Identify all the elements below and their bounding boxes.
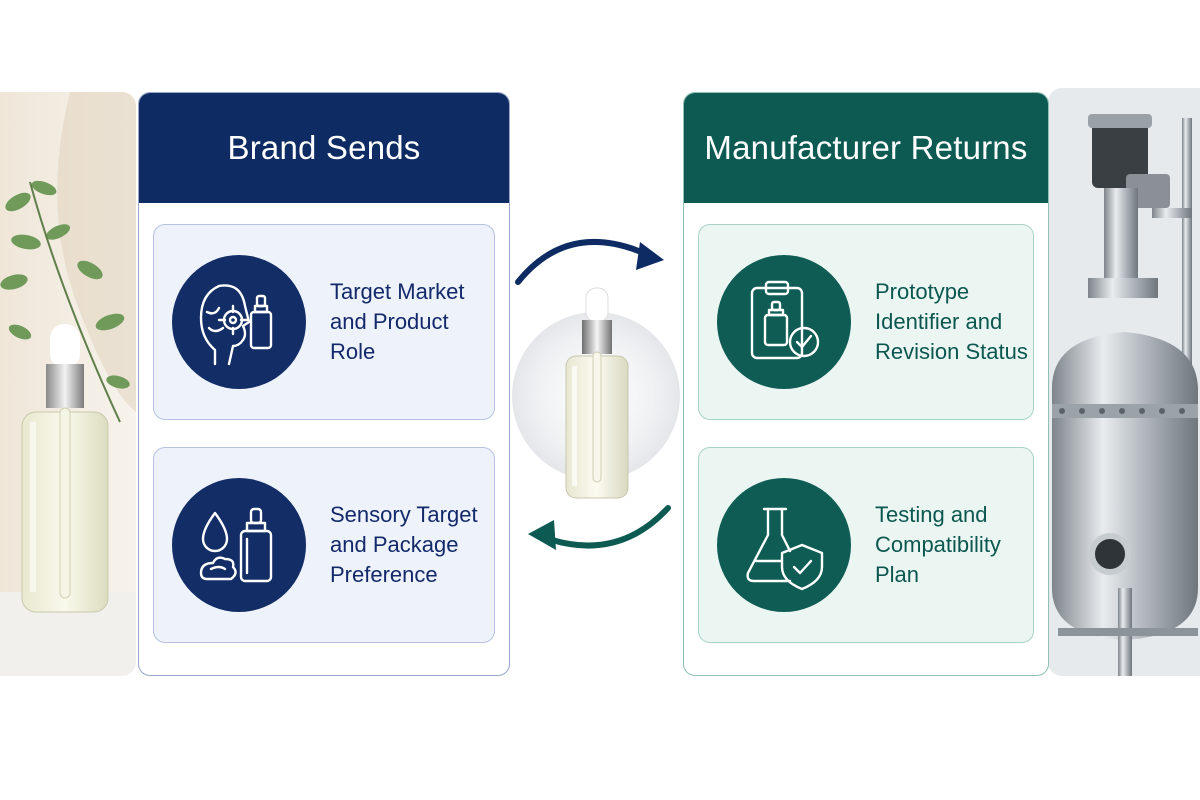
brand-sends-title: Brand Sends xyxy=(139,93,509,203)
send-arrow xyxy=(515,239,664,285)
brand-item-target-market: Target Market and Product Role xyxy=(153,224,495,420)
brand-sends-panel: Brand Sends Target Market and Product Ro… xyxy=(138,92,510,676)
manufacturer-returns-panel: Manufacturer Returns Prototype Identifie… xyxy=(683,92,1049,676)
manufacturer-item-label: Prototype Identifier and Revision Status xyxy=(875,279,1028,364)
brand-item-label: Target Market and Product Role xyxy=(330,279,465,364)
face-target-bottle-icon xyxy=(172,255,306,389)
dropper-bottle-icon xyxy=(565,287,629,499)
exchange-cycle xyxy=(508,226,686,556)
dropper-bottle-photo xyxy=(0,92,136,676)
brand-item-label: Sensory Target and Package Preference xyxy=(330,502,478,587)
manufacturer-item-testing: Testing and Compatibility Plan xyxy=(698,447,1034,643)
manufacturer-item-prototype: Prototype Identifier and Revision Status xyxy=(698,224,1034,420)
return-arrow xyxy=(528,505,671,550)
drop-cream-bottle-icon xyxy=(172,478,306,612)
manufacturer-item-label: Testing and Compatibility Plan xyxy=(875,502,1001,587)
manufacturer-returns-title: Manufacturer Returns xyxy=(684,93,1048,203)
clipboard-bottle-check-icon xyxy=(717,255,851,389)
flask-shield-check-icon xyxy=(717,478,851,612)
brand-item-sensory-target: Sensory Target and Package Preference xyxy=(153,447,495,643)
steel-reactor-photo xyxy=(1048,88,1200,676)
